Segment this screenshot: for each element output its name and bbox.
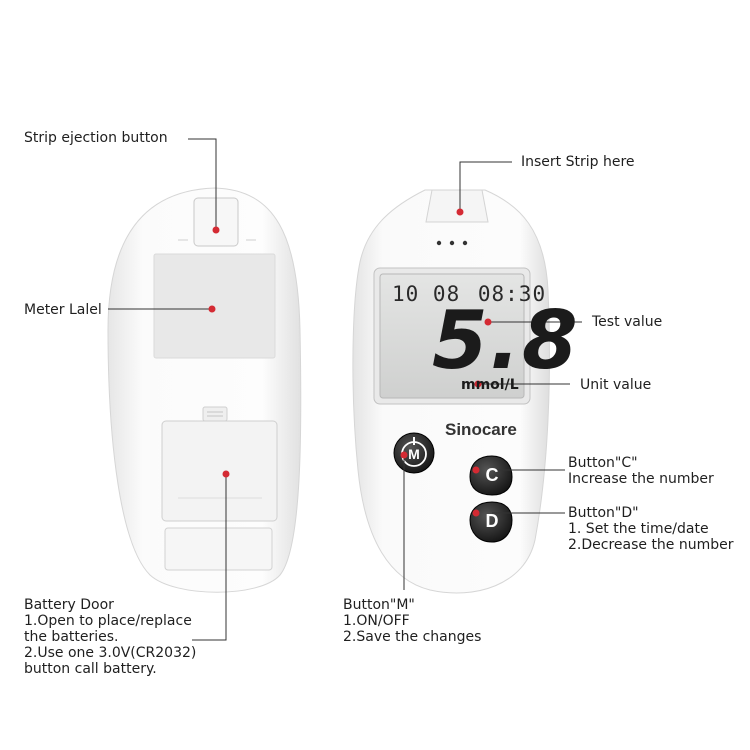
lcd-test-value: 5.8 — [432, 294, 580, 387]
marker-dot — [472, 466, 480, 474]
label-battery-door-line: 2.Use one 3.0V(CR2032) — [24, 645, 197, 661]
meter-label-area — [153, 253, 276, 359]
marker-dot — [212, 226, 220, 234]
marker-dot — [474, 380, 482, 388]
marker-dot — [456, 208, 464, 216]
label-battery-door-line: the batteries. — [24, 629, 119, 645]
brand-logo-text: Sinocare — [445, 420, 517, 439]
marker-dot — [472, 509, 480, 517]
label-button-m-line: 1.ON/OFF — [343, 613, 410, 629]
label-button-d-line: 2.Decrease the number — [568, 537, 734, 553]
button-d[interactable] — [469, 501, 513, 543]
lcd-date: 10 08 — [392, 282, 461, 306]
markers — [208, 208, 492, 517]
label-button-d: Button"D" 1. Set the time/date 2.Decreas… — [568, 505, 734, 553]
label-battery-door-line: 1.Open to place/replace — [24, 613, 192, 629]
leader-insert-strip — [459, 161, 512, 210]
indicator-dot — [436, 240, 442, 246]
marker-dot — [484, 318, 492, 326]
label-button-c-line: Increase the number — [568, 471, 714, 487]
meter-front — [352, 189, 550, 594]
label-button-c: Button"C" Increase the number — [568, 455, 714, 487]
button-c-label: C — [485, 465, 499, 485]
button-m-label: M — [408, 446, 420, 462]
label-meter-label: Meter Lalel — [24, 302, 102, 318]
button-d-label: D — [485, 511, 499, 531]
label-button-c-line: Button"C" — [568, 455, 638, 471]
label-battery-door-line: Battery Door — [24, 597, 114, 613]
meter-back-bottom-panel — [164, 527, 273, 571]
label-button-m-line: 2.Save the changes — [343, 629, 482, 645]
lcd-unit: mmol/L — [461, 377, 519, 393]
label-insert-strip: Insert Strip here — [521, 154, 635, 170]
label-strip-ejection: Strip ejection button — [24, 130, 168, 146]
label-unit-value: Unit value — [580, 377, 652, 393]
button-c[interactable] — [469, 455, 513, 496]
label-button-m-line: Button"M" — [343, 597, 415, 613]
lcd-time: 08:30 — [477, 282, 547, 306]
marker-dot — [222, 470, 230, 478]
leader-battery-door — [192, 474, 227, 641]
label-battery-door: Battery Door 1.Open to place/replace the… — [24, 597, 196, 677]
leader-lines — [108, 138, 582, 641]
meter-back — [107, 187, 302, 593]
battery-door[interactable] — [161, 420, 278, 522]
label-test-value: Test value — [592, 314, 663, 330]
battery-latch — [202, 406, 228, 422]
indicator-dot — [449, 240, 455, 246]
lcd-screen — [379, 273, 525, 399]
lcd-date-time: 10 08 08:30 — [392, 282, 545, 306]
indicator-dot — [462, 240, 468, 246]
strip-port[interactable] — [425, 189, 489, 223]
label-button-d-line: Button"D" — [568, 505, 639, 521]
marker-dot — [400, 451, 408, 459]
label-button-m: Button"M" 1.ON/OFF 2.Save the changes — [343, 597, 481, 645]
marker-dot — [208, 305, 216, 313]
leader-strip-ejection — [188, 138, 217, 230]
label-battery-door-line: button call battery. — [24, 661, 157, 677]
label-button-d-line: 1. Set the time/date — [568, 521, 709, 537]
